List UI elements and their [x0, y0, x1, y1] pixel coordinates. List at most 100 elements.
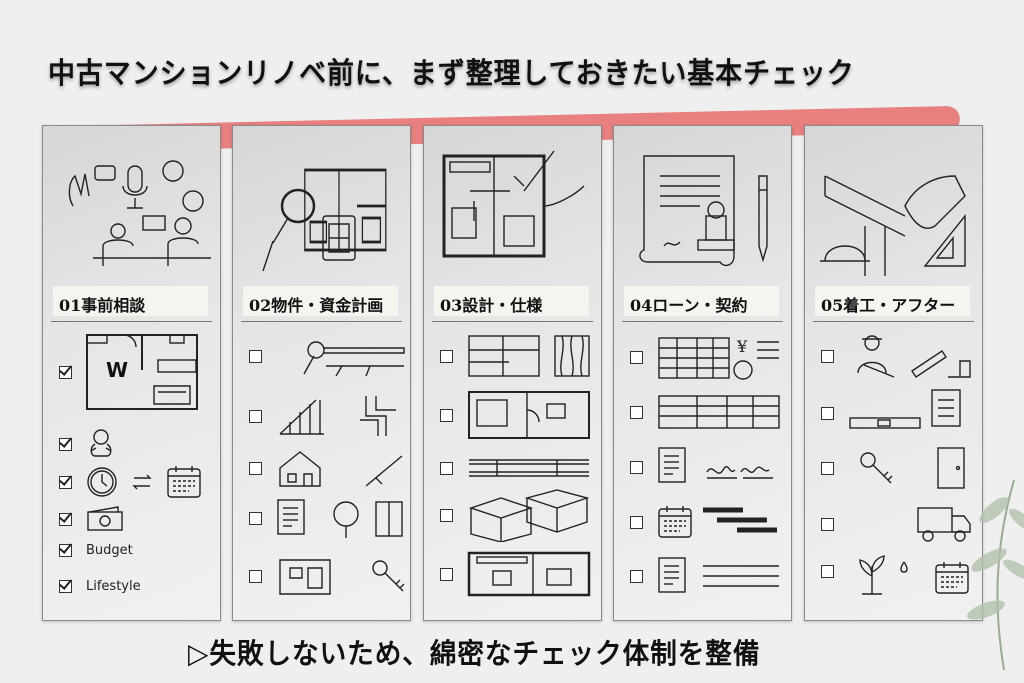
- checkbox[interactable]: [630, 405, 643, 419]
- checkbox[interactable]: [440, 461, 453, 475]
- table-icon: [658, 395, 780, 429]
- checkbox[interactable]: [249, 461, 262, 475]
- clipboard-level-icon: [849, 389, 961, 429]
- baby-icon: [90, 429, 112, 457]
- house-icon: [279, 451, 403, 487]
- construction-illustration-icon: [820, 175, 966, 276]
- column-label: 04ローン・契約: [624, 286, 779, 316]
- checkbox[interactable]: [249, 569, 262, 583]
- checkbox[interactable]: [440, 567, 453, 581]
- check-row-documents[interactable]: [249, 496, 406, 540]
- checkbox[interactable]: [249, 409, 262, 423]
- check-row-layout[interactable]: [440, 334, 592, 378]
- gantt-icon: [658, 505, 777, 538]
- check-row-gantt[interactable]: [630, 502, 782, 542]
- checkbox[interactable]: [249, 349, 262, 363]
- checkbox[interactable]: [821, 461, 834, 475]
- spreadsheet-yen-icon: ¥: [658, 337, 779, 380]
- checkbox[interactable]: [821, 406, 834, 420]
- column-label: 05着工・アフター: [815, 286, 970, 316]
- svg-text:¥: ¥: [736, 337, 748, 356]
- bedroom-plan-icon: [468, 391, 590, 439]
- check-row-blueprint-key[interactable]: [249, 554, 406, 598]
- check-row-floorplan[interactable]: W: [59, 334, 198, 410]
- calendar-icon: [167, 465, 201, 498]
- check-row-volume[interactable]: [440, 488, 592, 542]
- consultation-illustration-icon: [68, 160, 211, 266]
- beam-icon: [469, 459, 589, 477]
- contract-stamp-pen-illustration-icon: [639, 155, 768, 267]
- checkbox[interactable]: [440, 508, 453, 522]
- column-label: 03設計・仕様: [434, 286, 589, 316]
- floorplan-icon: W: [86, 334, 198, 410]
- tape-measure-icon: [303, 341, 405, 376]
- check-row-lifestyle[interactable]: Lifestyle: [59, 579, 141, 594]
- check-row-aftercare[interactable]: [821, 546, 973, 596]
- pipes-icon: [279, 396, 396, 436]
- check-row-house[interactable]: [249, 448, 406, 488]
- column-label: 01事前相談: [53, 286, 208, 316]
- title-banner: 中古マンションリノベ前に、まず整理しておきたい基本チェック: [0, 40, 1024, 153]
- column-property-finance: 02物件・資金計画: [232, 125, 411, 621]
- page-title: 中古マンションリノベ前に、まず整理しておきたい基本チェック: [48, 56, 855, 90]
- checkbox[interactable]: [821, 564, 834, 578]
- checkbox[interactable]: [821, 349, 834, 363]
- document-tree-window-icon: [277, 499, 403, 538]
- divider: [51, 321, 212, 322]
- checkbox-checked[interactable]: [59, 580, 72, 593]
- check-row-budget[interactable]: Budget: [59, 543, 133, 558]
- check-row-table[interactable]: [630, 394, 782, 430]
- leaf-decoration-icon: [967, 479, 1024, 670]
- signature-icon: [658, 447, 773, 483]
- document-lines-icon: [658, 557, 779, 593]
- checkbox[interactable]: [630, 460, 643, 474]
- check-row-beam[interactable]: [440, 456, 592, 480]
- checkbox[interactable]: [630, 569, 643, 583]
- check-row-document[interactable]: [630, 554, 782, 598]
- checkbox[interactable]: [630, 350, 643, 364]
- check-row-family[interactable]: [59, 428, 116, 460]
- divider: [241, 321, 402, 322]
- key-door-icon: [860, 447, 965, 489]
- checkbox[interactable]: [440, 408, 453, 422]
- checkbox[interactable]: [249, 511, 262, 525]
- check-row-structure[interactable]: [249, 394, 406, 438]
- checkbox[interactable]: [821, 517, 834, 531]
- checkbox[interactable]: [630, 515, 643, 529]
- truck-icon: [917, 507, 971, 542]
- check-row-signature[interactable]: [630, 442, 782, 492]
- blueprint-key-icon: [279, 559, 405, 595]
- column-loan-contract: 04ローン・契約 ¥: [613, 125, 792, 621]
- check-row-moving[interactable]: [821, 504, 973, 544]
- column-consultation: 01事前相談 W Budget Lifestyle: [42, 125, 221, 621]
- check-row-money[interactable]: [59, 506, 124, 532]
- column-label: 02物件・資金計画: [243, 286, 398, 316]
- divider: [813, 321, 974, 322]
- checkbox[interactable]: [440, 349, 453, 363]
- check-row-spreadsheet[interactable]: ¥: [630, 332, 782, 382]
- check-row-bedroom[interactable]: [440, 390, 592, 440]
- lifestyle-label: Lifestyle: [86, 579, 141, 594]
- divider: [432, 321, 593, 322]
- footer-tagline: ▷失敗しないため、綿密なチェック体制を整備: [188, 637, 761, 670]
- checkbox-checked[interactable]: [59, 437, 72, 451]
- plant-calendar-icon: [859, 555, 969, 595]
- checkbox-checked[interactable]: [59, 365, 72, 379]
- check-row-room-plan[interactable]: [440, 551, 592, 597]
- checkbox-checked[interactable]: [59, 544, 72, 557]
- check-row-inspection[interactable]: [821, 388, 973, 438]
- clock-icon: [87, 467, 117, 497]
- check-row-worker[interactable]: [821, 331, 973, 381]
- budget-label: Budget: [86, 543, 133, 558]
- checkbox-checked[interactable]: [59, 475, 72, 489]
- money-icon: [87, 506, 123, 531]
- swap-arrows-icon: [132, 474, 152, 490]
- worker-icon: [857, 335, 971, 378]
- check-row-schedule[interactable]: [59, 464, 202, 500]
- checkbox-checked[interactable]: [59, 512, 72, 526]
- room-plan-icon: [467, 551, 591, 597]
- column-construction-after: 05着工・アフター: [804, 125, 983, 621]
- check-row-measure[interactable]: [249, 336, 406, 376]
- column-design-spec: 03設計・仕様: [423, 125, 602, 621]
- check-row-handover[interactable]: [821, 446, 973, 490]
